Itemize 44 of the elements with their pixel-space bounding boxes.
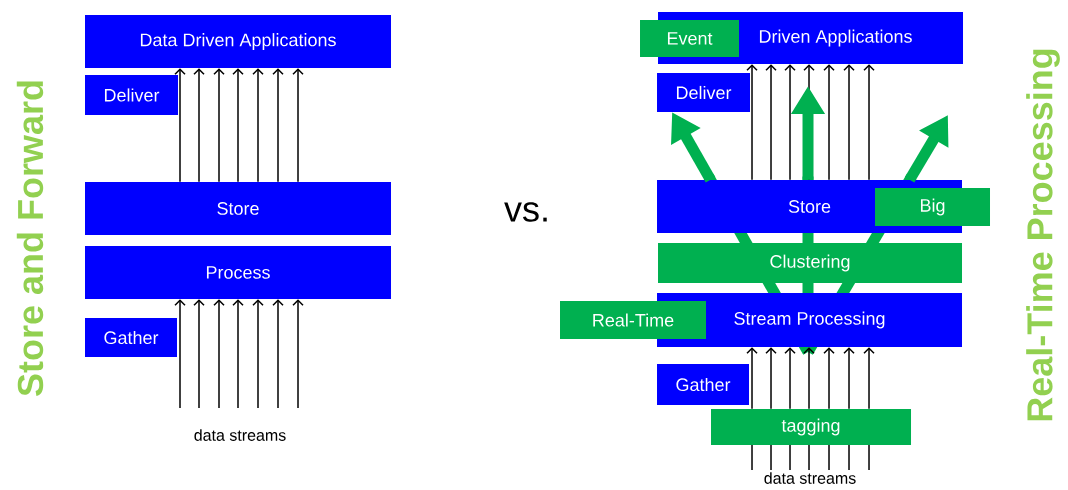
side-title: Store and Forward bbox=[16, 81, 44, 396]
arrow bbox=[193, 299, 205, 409]
stage-box: Deliver bbox=[657, 73, 750, 112]
arrow bbox=[746, 347, 758, 410]
process-box: Process bbox=[85, 246, 391, 299]
arrow bbox=[863, 347, 875, 410]
arrow bbox=[272, 68, 284, 183]
arrow bbox=[843, 64, 855, 181]
arrow bbox=[252, 299, 264, 409]
arrow bbox=[784, 347, 796, 410]
arrow bbox=[823, 347, 835, 410]
tag-box: Real-Time bbox=[560, 301, 706, 339]
application-box: Data Driven Applications bbox=[85, 15, 391, 68]
arrow bbox=[174, 299, 186, 409]
arrow bbox=[232, 299, 244, 409]
arrow bbox=[746, 64, 758, 181]
arrow bbox=[863, 64, 875, 181]
arrow bbox=[193, 68, 205, 183]
arrow bbox=[213, 299, 225, 409]
arrow bbox=[765, 347, 777, 410]
tag-box: Big bbox=[875, 188, 990, 226]
tag-box: tagging bbox=[711, 409, 911, 445]
arrow bbox=[174, 68, 186, 183]
caption-text: data streams bbox=[764, 472, 856, 484]
arrow bbox=[252, 68, 264, 183]
caption-text: data streams bbox=[194, 429, 286, 441]
arrow bbox=[213, 68, 225, 183]
arrow bbox=[292, 68, 304, 183]
side-title: Real-Time Processing bbox=[1026, 49, 1060, 421]
arrow bbox=[784, 64, 796, 181]
versus-text: vs. bbox=[504, 202, 547, 222]
arrow bbox=[803, 347, 815, 410]
arrow bbox=[823, 64, 835, 181]
process-box: Clustering bbox=[658, 243, 962, 283]
tag-box: Event bbox=[640, 20, 739, 57]
stage-box: Deliver bbox=[85, 75, 178, 115]
arrow bbox=[843, 347, 855, 410]
stage-box: Gather bbox=[85, 318, 177, 357]
arrow bbox=[272, 299, 284, 409]
process-box: Store bbox=[85, 182, 391, 235]
arrow bbox=[232, 68, 244, 183]
stage-box: Gather bbox=[657, 364, 749, 405]
arrow bbox=[765, 64, 777, 181]
arrow bbox=[292, 299, 304, 409]
